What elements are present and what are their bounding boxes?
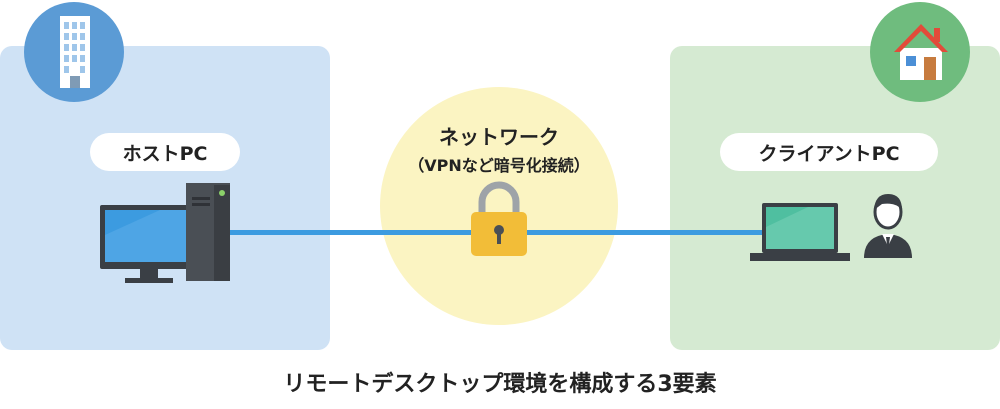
host-pc-label: ホストPC xyxy=(90,133,240,171)
desktop-monitor-icon xyxy=(100,205,198,283)
pc-tower-icon xyxy=(186,183,230,281)
house-icon xyxy=(894,24,948,80)
connection-line-client xyxy=(520,230,762,235)
connection-line-host xyxy=(228,230,480,235)
network-title: ネットワーク xyxy=(439,125,559,149)
network-subtitle: （VPNなど暗号化接続） xyxy=(408,156,590,175)
client-pc-label: クライアントPC xyxy=(720,133,938,171)
building-icon xyxy=(60,16,90,88)
diagram-caption: リモートデスクトップ環境を構成する3要素 xyxy=(283,372,717,397)
user-icon xyxy=(864,194,912,258)
laptop-icon xyxy=(750,203,850,261)
network-zone xyxy=(380,87,618,325)
padlock-icon xyxy=(471,181,527,256)
client-panel xyxy=(670,46,1000,350)
